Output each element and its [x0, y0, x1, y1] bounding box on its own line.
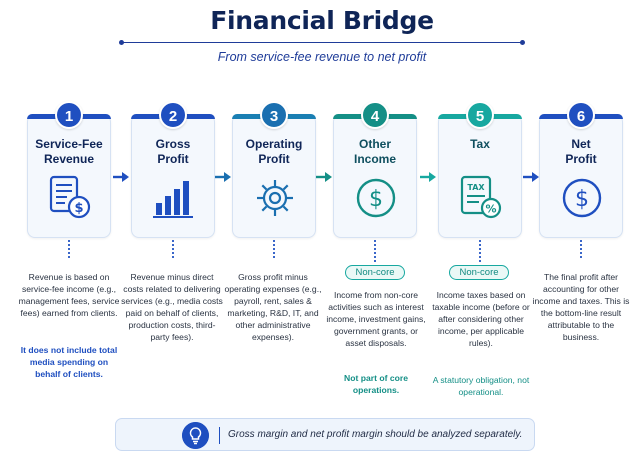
footer-separator	[219, 427, 220, 444]
footer-text: Gross margin and net profit margin shoul…	[228, 429, 523, 440]
step-description: Revenue minus direct costs related to de…	[121, 272, 223, 342]
step-number-badge: 2	[159, 101, 187, 129]
page-subtitle: From service-fee revenue to net profit	[217, 50, 427, 64]
step-number-badge: 5	[466, 101, 494, 129]
arrow-right-icon	[420, 172, 436, 182]
svg-text:$: $	[575, 187, 589, 212]
arrow-right-icon	[523, 172, 539, 182]
dotted-connector	[580, 240, 582, 260]
bar-chart-icon	[153, 181, 193, 218]
arrow-right-icon	[113, 172, 129, 182]
dotted-connector	[68, 240, 70, 260]
step-title: Tax	[470, 137, 490, 151]
arrow-right-icon	[316, 172, 332, 182]
step-number-badge: 1	[55, 101, 83, 129]
lightbulb-icon	[182, 422, 209, 449]
dotted-connector	[172, 240, 174, 260]
step-description: Income from non-core activities such as …	[326, 290, 426, 348]
svg-text:TAX: TAX	[467, 183, 485, 192]
step-note: It does not include total media spending…	[20, 345, 118, 379]
gear-icon	[257, 180, 293, 216]
dollar-circle-icon: $	[356, 178, 396, 218]
dotted-connector	[273, 240, 275, 260]
step-description: Income taxes based on taxable income (be…	[432, 290, 530, 348]
step-card-tax: Tax TAX %	[438, 114, 522, 238]
dotted-connector	[374, 240, 376, 264]
arrow-right-icon	[215, 172, 231, 182]
dotted-connector	[479, 240, 481, 264]
step-description: Gross profit minus operating expenses (e…	[224, 272, 322, 342]
title-divider	[119, 40, 525, 45]
step-description: The final profit after accounting for ot…	[532, 272, 630, 342]
document-dollar-icon: $	[49, 175, 91, 219]
page-title: Financial Bridge	[210, 6, 434, 35]
svg-text:%: %	[485, 203, 496, 216]
footer-note-box: Gross margin and net profit margin shoul…	[115, 418, 535, 451]
non-core-tag: Non-core	[345, 265, 405, 280]
dollar-circle-icon: $	[562, 178, 602, 218]
tax-document-icon: TAX %	[460, 175, 502, 219]
step-note: Not part of core operations.	[344, 373, 408, 395]
non-core-tag: Non-core	[449, 265, 509, 280]
step-number-badge: 4	[361, 101, 389, 129]
step-number-badge: 6	[567, 101, 595, 129]
step-number-badge: 3	[260, 101, 288, 129]
step-description: Revenue is based on service-fee income (…	[18, 272, 120, 318]
svg-text:$: $	[369, 187, 383, 212]
step-note: A statutory obligation, not operational.	[432, 375, 530, 397]
svg-text:$: $	[74, 201, 83, 216]
